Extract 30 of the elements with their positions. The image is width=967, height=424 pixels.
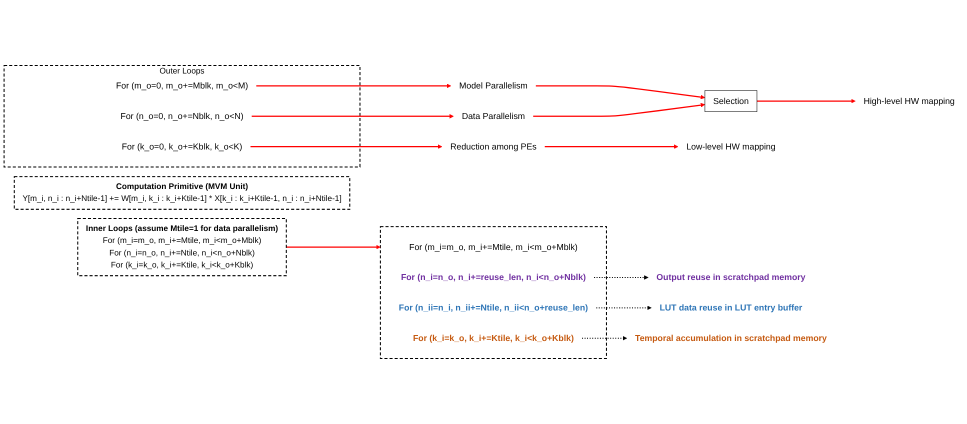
node-text: LUT data reuse in LUT entry buffer	[660, 302, 802, 313]
arrow	[544, 144, 678, 149]
node-box: Inner Loops (assume Mtile=1 for data parallelism) For (m_i=m_o, m_i+=Mtile, m_i<m_o+Mblk) For (n_i=n_o, n_i+=Ntile, n_i<n_o+Nblk) For (k_i=k_o, k_i+=Ktile, k_i<k_o+Kblk)	[77, 218, 287, 276]
node-text: High-level HW mapping	[864, 96, 955, 106]
node-box: Selection	[704, 90, 758, 112]
arrow	[256, 84, 452, 88]
node-text: For (m_i=m_o, m_i+=Mtile, m_i<m_o+Mblk)	[409, 242, 578, 252]
node-text: Data Parallelism	[462, 111, 526, 122]
node-text: Reduction among PEs	[450, 142, 537, 152]
node-text: For (k_i=k_o, k_i+=Ktile, k_i<k_o+Kblk)	[412, 333, 574, 343]
node-text: For (n_i=n_o, n_i+=reuse_len, n_i<n_o+Nblk)	[400, 272, 586, 282]
node-text: Output reuse in scratchpad memory	[656, 272, 806, 282]
node-text: For (n_ii=n_i, n_ii+=Ntile, n_ii<n_o+reuse_len)	[398, 302, 588, 313]
node-text: Low-level HW mapping	[686, 142, 776, 152]
arrow	[252, 114, 454, 119]
arrow	[582, 336, 628, 340]
arrow	[536, 85, 706, 100]
node-text: For (k_o=0, k_o+=Kblk, k_o<K)	[122, 142, 242, 152]
arrow	[286, 244, 381, 250]
node-text: Temporal accumulation in scratchpad memory	[635, 333, 827, 343]
node-text: For (m_o=0, m_o+=Mblk, m_o<M)	[116, 80, 248, 91]
node-box: Computation Primitive (MVM Unit) Y[m_i, n_i : n_i+Ntile-1] += W[m_i, k_i : k_i+Ktile-1] * X[k_i : k_i+Ktile-1, n_i : n_i+Ntile-1]	[14, 176, 350, 210]
cluster	[380, 226, 607, 360]
arrow	[250, 144, 442, 149]
arrow	[596, 306, 652, 310]
node-text: Model Parallelism	[459, 80, 528, 91]
arrow	[756, 98, 856, 104]
arrow	[533, 102, 706, 117]
arrow	[594, 275, 648, 280]
node-text: For (n_o=0, n_o+=Nblk, n_o<N)	[120, 111, 244, 122]
